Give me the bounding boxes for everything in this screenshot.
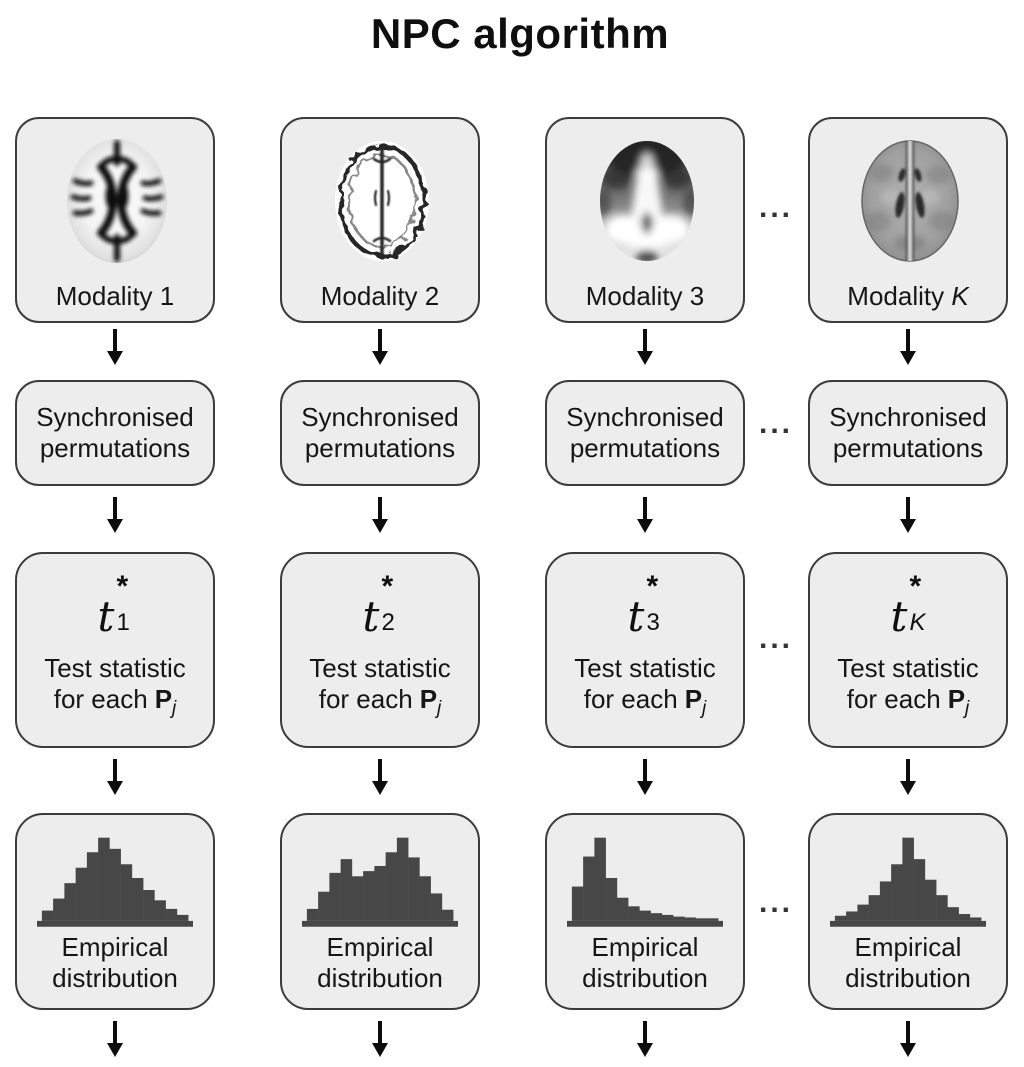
- emp-line2: distribution: [52, 963, 178, 993]
- sync-line1: Synchronised: [301, 402, 459, 432]
- empirical-distribution-box: Empirical distribution: [280, 813, 480, 1010]
- synchronised-permutations-box: Synchronised permutations: [280, 380, 480, 486]
- arrow-down-icon: [545, 329, 745, 365]
- arrow-down-icon: [280, 497, 480, 533]
- test-statistic-symbol: t*K: [890, 569, 926, 641]
- emp-line2: distribution: [317, 963, 443, 993]
- emp-line2: distribution: [845, 963, 971, 993]
- emp-line1: Empirical: [591, 932, 699, 962]
- synchronised-permutations-box: Synchronised permutations: [545, 380, 745, 486]
- empirical-distribution-box: Empirical distribution: [15, 813, 215, 1010]
- empirical-distribution-box: Empirical distribution: [545, 813, 745, 1010]
- empirical-histogram-icon: [37, 837, 193, 927]
- test-statistic-symbol: t*3: [627, 569, 660, 641]
- sync-line2: permutations: [304, 433, 456, 463]
- empirical-distribution-box: Empirical distribution: [808, 813, 1008, 1010]
- modality-3-box: Modality 3: [545, 117, 745, 323]
- arrow-down-icon: [808, 759, 1008, 795]
- modality-k-box: Modality K: [808, 117, 1008, 323]
- empirical-histogram-icon: [302, 837, 458, 927]
- arrow-down-icon: [545, 759, 745, 795]
- empirical-histogram-icon: [567, 837, 723, 927]
- sync-line2: permutations: [569, 433, 721, 463]
- ellipsis-sync-row: ...: [758, 407, 793, 440]
- sync-line1: Synchronised: [566, 402, 724, 432]
- brain-scan-contrast-map: [600, 141, 694, 261]
- stat-line1: Test statistic: [44, 652, 186, 683]
- emp-line2: distribution: [582, 963, 708, 993]
- page-title: NPC algorithm: [370, 10, 670, 57]
- sync-line1: Synchronised: [829, 402, 987, 432]
- modality-1-box: Modality 1: [15, 117, 215, 323]
- arrow-down-icon: [15, 1021, 215, 1057]
- arrow-down-icon: [808, 1021, 1008, 1057]
- emp-line1: Empirical: [854, 932, 962, 962]
- brain-scan-cortical-outline: [335, 141, 429, 261]
- arrow-down-icon: [280, 759, 480, 795]
- synchronised-permutations-box: Synchronised permutations: [808, 380, 1008, 486]
- modality-label: Modality 3: [585, 281, 705, 311]
- test-statistic-symbol: t*1: [97, 569, 130, 641]
- sync-line1: Synchronised: [36, 402, 194, 432]
- arrow-down-icon: [15, 497, 215, 533]
- ellipsis-stat-row: ...: [758, 622, 793, 655]
- modality-label: Modality 1: [55, 281, 175, 311]
- modality-2-box: Modality 2: [280, 117, 480, 323]
- sync-line2: permutations: [39, 433, 191, 463]
- brain-scan-t2-map: [861, 140, 959, 262]
- arrow-down-icon: [808, 329, 1008, 365]
- stat-line1: Test statistic: [309, 652, 451, 683]
- test-statistic-symbol: t*2: [362, 569, 395, 641]
- arrow-down-icon: [280, 1021, 480, 1057]
- brain-scan-fa-map: [67, 139, 167, 263]
- arrow-down-icon: [545, 1021, 745, 1057]
- sync-line2: permutations: [832, 433, 984, 463]
- modality-label: Modality 2: [320, 281, 440, 311]
- stat-line1: Test statistic: [574, 652, 716, 683]
- arrow-down-icon: [808, 497, 1008, 533]
- arrow-down-icon: [280, 329, 480, 365]
- synchronised-permutations-box: Synchronised permutations: [15, 380, 215, 486]
- emp-line1: Empirical: [61, 932, 169, 962]
- modality-label: Modality K: [847, 281, 969, 311]
- arrow-down-icon: [15, 329, 215, 365]
- emp-line1: Empirical: [326, 932, 434, 962]
- arrow-down-icon: [545, 497, 745, 533]
- empirical-histogram-icon: [830, 837, 986, 927]
- ellipsis-emp-row: ...: [758, 886, 793, 919]
- ellipsis-modality-row: ...: [758, 191, 793, 224]
- arrow-down-icon: [15, 759, 215, 795]
- stat-line1: Test statistic: [837, 652, 979, 683]
